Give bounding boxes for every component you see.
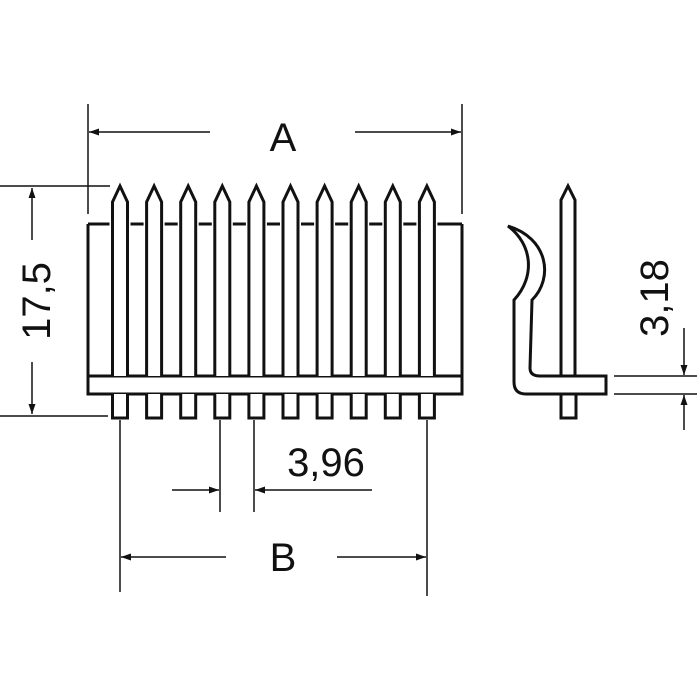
dimension-height: 17,5 <box>0 185 110 417</box>
dimension-b: B <box>119 420 428 596</box>
pin <box>145 182 164 376</box>
pin-tail <box>315 394 334 420</box>
pin-tail <box>349 394 368 420</box>
dimension-a: A <box>87 104 463 214</box>
dimension-pitch: 3,96 <box>172 420 372 512</box>
side-housing-profile <box>507 224 608 396</box>
side-pin-upper <box>559 182 577 376</box>
dim-b-label: B <box>270 536 297 580</box>
pin <box>349 182 368 376</box>
pin <box>111 182 129 376</box>
dimension-offset: 3,18 <box>614 259 697 430</box>
pin <box>383 182 402 376</box>
pin <box>213 182 232 376</box>
side-pin-lower <box>559 394 578 420</box>
dim-a-label: A <box>270 116 297 160</box>
pin-group <box>109 182 438 420</box>
pin <box>315 182 334 376</box>
front-view <box>86 182 464 420</box>
base-bar <box>86 374 464 396</box>
side-view <box>507 182 608 420</box>
pin-tail <box>145 394 164 420</box>
pin <box>417 182 436 376</box>
pin-tail <box>213 394 232 420</box>
pin-tail <box>383 394 402 420</box>
pin-tail <box>281 394 300 420</box>
pin <box>247 182 266 376</box>
dim-height-label: 17,5 <box>15 262 59 340</box>
pin-tail <box>179 394 198 420</box>
pin <box>179 182 198 376</box>
pin <box>281 182 300 376</box>
dim-pitch-label: 3,96 <box>287 441 365 485</box>
pin-tail <box>247 394 266 420</box>
pin-tail <box>417 394 436 420</box>
dim-offset-label: 3,18 <box>633 259 677 337</box>
pin-tail <box>111 394 129 420</box>
